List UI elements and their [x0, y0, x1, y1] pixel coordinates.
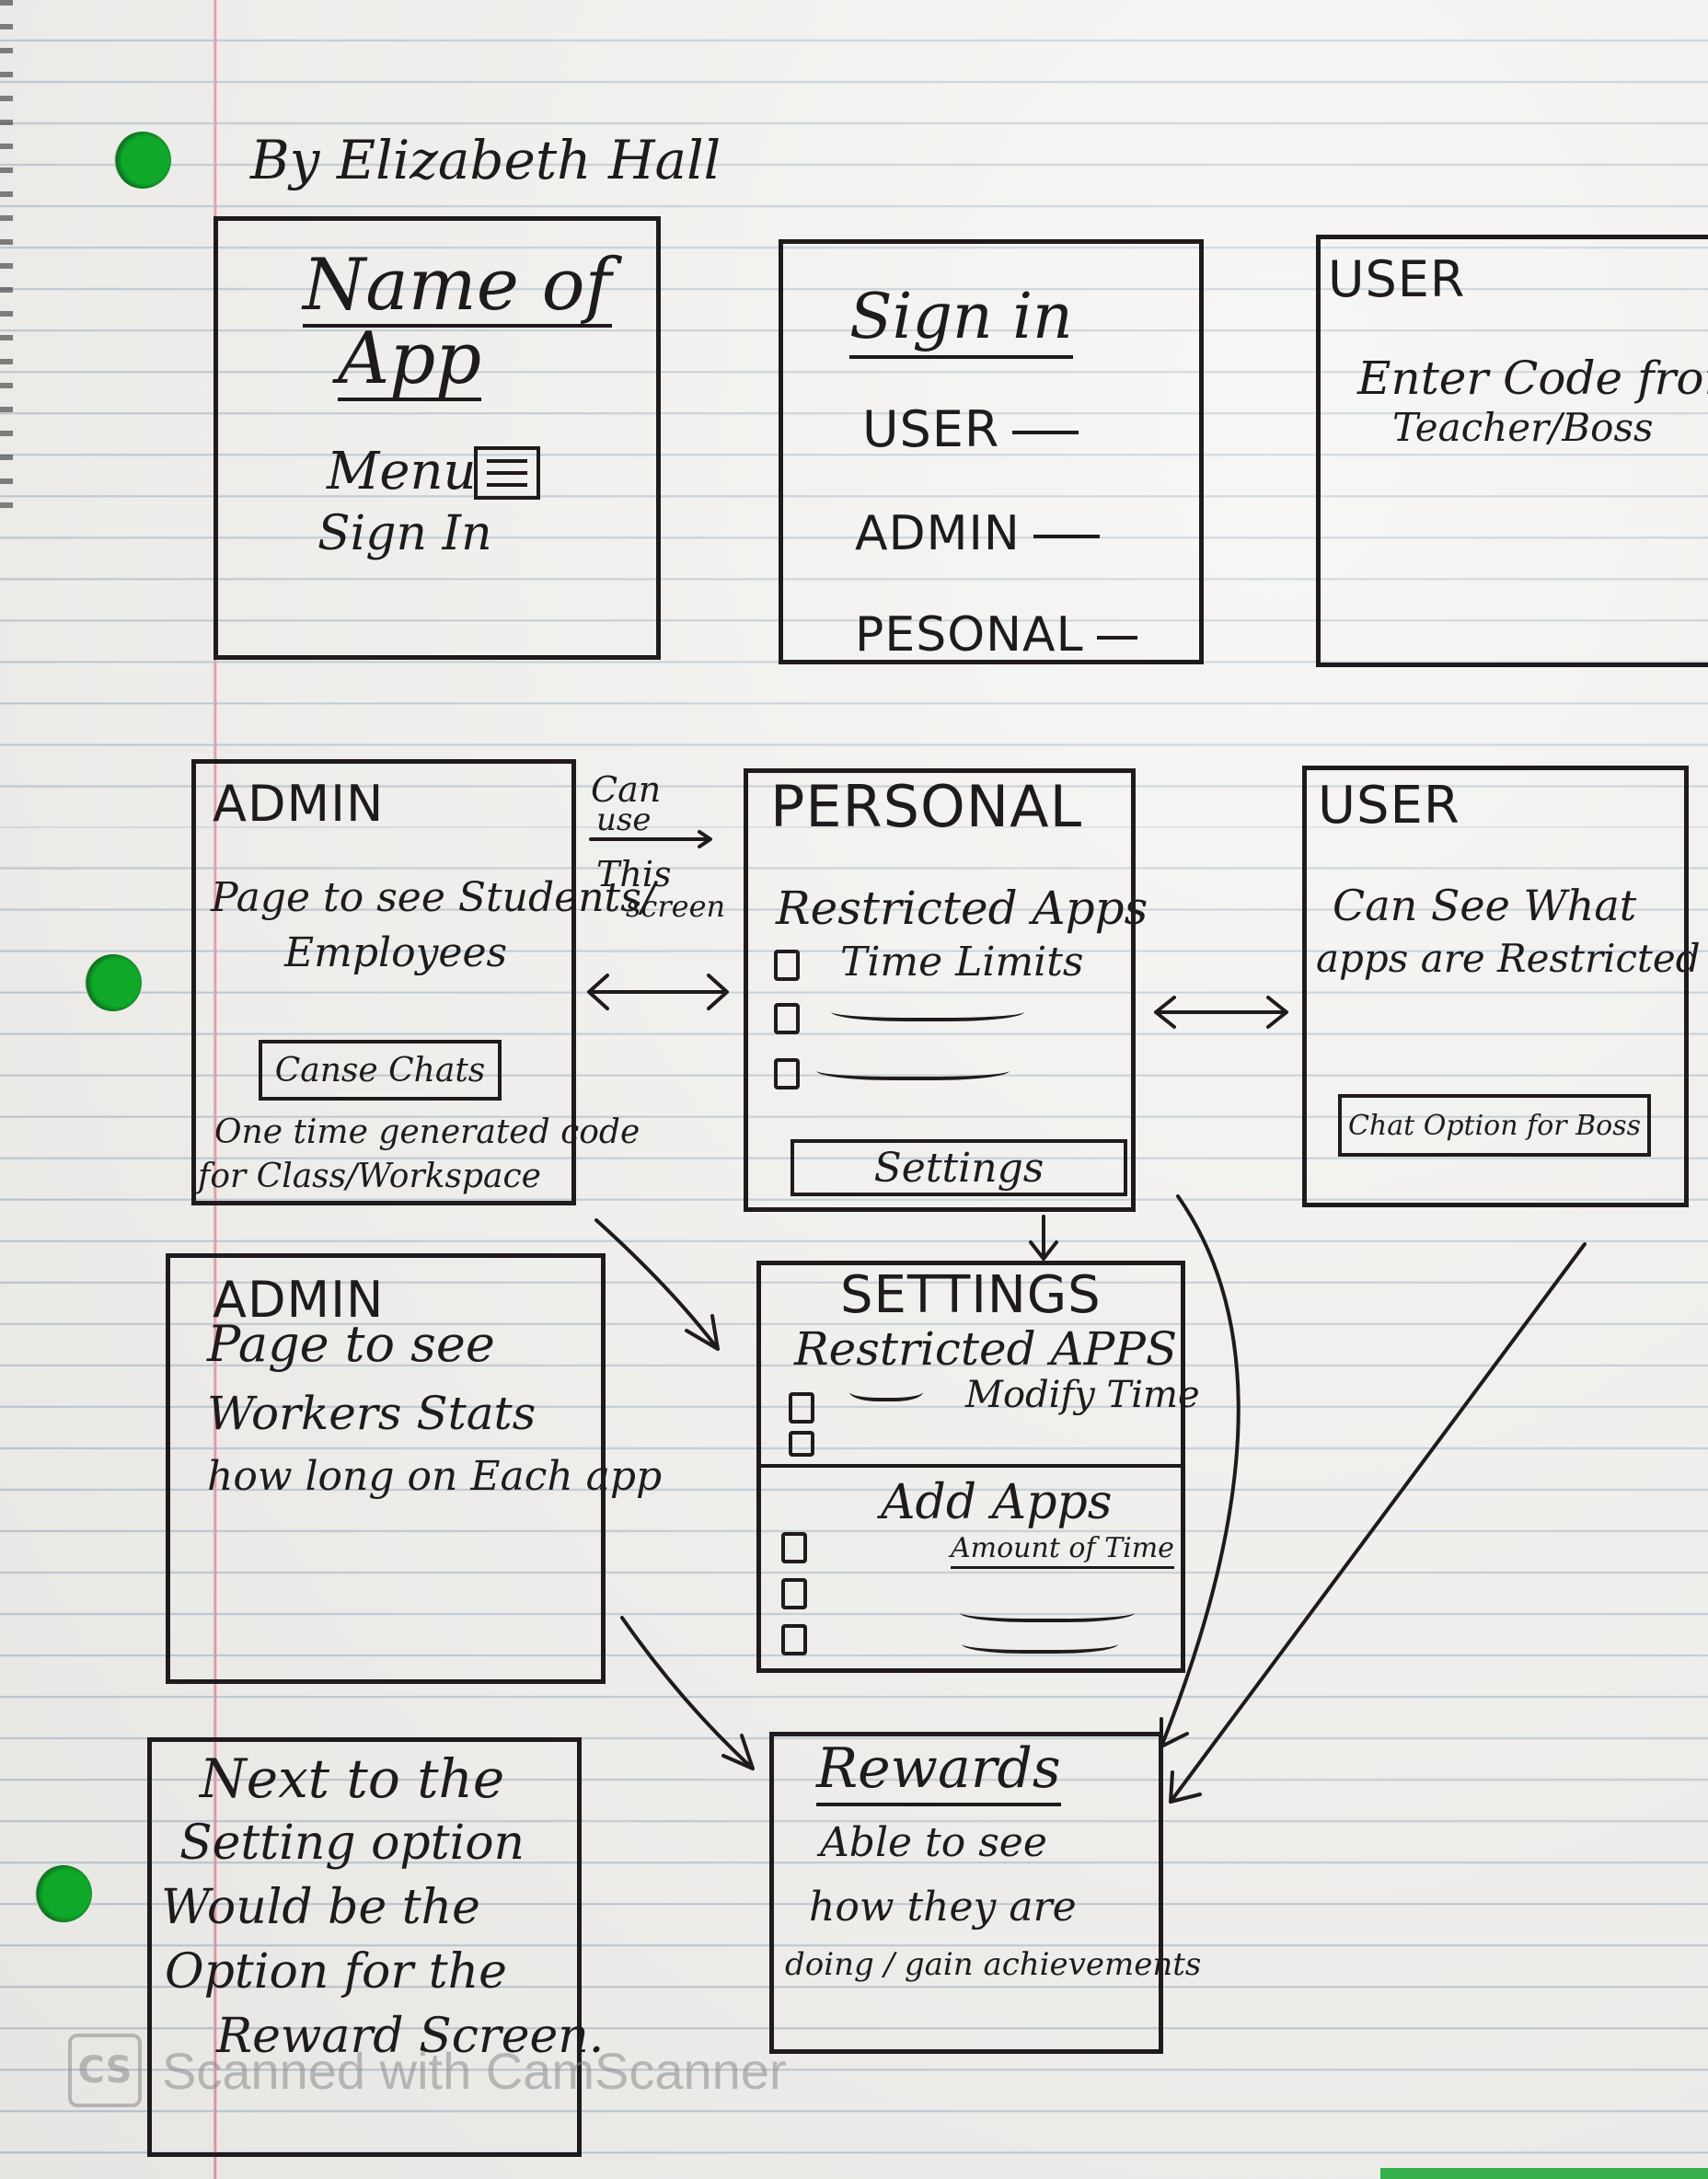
restricted-app-checkbox[interactable] [774, 1003, 800, 1034]
admin-stats-screen-frame: ADMIN Page to see Workers Stats how long… [166, 1253, 662, 1684]
note-can-use-line4: screen [626, 889, 726, 924]
placeholder-line [831, 997, 1024, 1021]
rewards-text-line2: how they are [809, 1884, 1077, 1931]
admin-code-text-line2: for Class/Workspace [198, 1158, 541, 1195]
app-name-title-line2: App [338, 317, 482, 401]
punch-hole [114, 132, 171, 189]
admin-stats-text-line3: how long on Each app [207, 1453, 663, 1500]
admin-page-text-line1: Page to see Students/ [211, 874, 655, 921]
note-can-use-line2: use [596, 801, 652, 838]
restricted-apps-heading: Restricted Apps [776, 882, 1148, 935]
admin-code-text-line1: One time generated code [214, 1113, 640, 1151]
admin-screen-title: ADMIN [213, 775, 385, 833]
amount-of-time-label: Amount of Time [951, 1532, 1174, 1569]
reward-note-line1: Next to the [200, 1747, 505, 1810]
reward-note-frame: Next to the Setting option Would be the … [147, 1737, 604, 2157]
sign-in-screen-frame: Sign in USER ADMIN PESONAL [779, 239, 1204, 664]
arrow-can-use [589, 830, 712, 848]
settings-restricted-heading: Restricted APPS [794, 1322, 1178, 1376]
rewards-text-line3: doing / gain achievements [785, 1946, 1202, 1983]
admin-screen-frame: ADMIN Page to see Students/ Employees Ca… [191, 759, 655, 1205]
arrow-personal-to-rewards [1160, 1194, 1241, 1748]
time-limits-label: Time Limits [840, 939, 1084, 986]
menu-label: Menu [327, 442, 477, 502]
punch-hole [35, 1865, 92, 1922]
section-divider [761, 1464, 1181, 1468]
arrow-admin-personal [587, 974, 729, 1010]
add-app-checkbox[interactable] [781, 1578, 807, 1609]
admin-page-text-line2: Employees [284, 929, 508, 976]
camscanner-logo-icon: CS [68, 2034, 142, 2107]
placeholder-line [816, 1056, 1010, 1080]
hamburger-menu-icon[interactable] [474, 446, 540, 500]
sign-in-link[interactable]: Sign In [317, 506, 492, 561]
arrow-user-to-rewards [1169, 1242, 1587, 1804]
arrow-personal-settings [1029, 1215, 1058, 1261]
note-can-use-line3: This [596, 854, 672, 894]
settings-app-checkbox[interactable] [789, 1392, 814, 1424]
watermark-text: Scanned with CamScanner [162, 2041, 787, 2100]
reward-note-line3: Would be the [161, 1880, 480, 1935]
admin-option[interactable]: ADMIN [855, 506, 1100, 561]
reward-note-line4: Option for the [165, 1944, 507, 2000]
note-can-use-line1: Can [591, 769, 662, 810]
sign-in-title: Sign in [849, 281, 1073, 359]
rewards-title: Rewards [816, 1736, 1061, 1806]
personal-screen-frame: PERSONAL Restricted Apps Time Limits Set… [744, 768, 1148, 1212]
placeholder-line [849, 1378, 923, 1401]
placeholder-line [962, 1630, 1118, 1654]
personal-option[interactable]: PESONAL [855, 607, 1137, 663]
canse-chats-button[interactable]: Canse Chats [259, 1040, 502, 1101]
restricted-app-checkbox[interactable] [774, 1058, 800, 1090]
app-name-title-line1: Name of [303, 244, 612, 328]
arrow-admin-to-admin-stats [594, 1218, 720, 1351]
settings-app-checkbox[interactable] [789, 1431, 814, 1457]
punch-hole [85, 954, 142, 1011]
modify-time-label[interactable]: Modify Time [965, 1374, 1200, 1416]
background-strip [1380, 2168, 1708, 2179]
user-view-title: USER [1318, 776, 1460, 836]
arrow-personal-user [1154, 996, 1288, 1029]
arrow-stats-to-rewards [620, 1616, 755, 1770]
settings-screen-frame: SETTINGS Restricted APPS Modify Time Add… [756, 1261, 1200, 1673]
add-app-checkbox[interactable] [781, 1532, 807, 1563]
user-option[interactable]: USER [862, 400, 1079, 458]
user-screen-title: USER [1328, 250, 1466, 308]
chat-option-button[interactable]: Chat Option for Boss [1338, 1094, 1651, 1157]
enter-code-text: Enter Code from [1357, 352, 1708, 405]
rewards-screen-frame: Rewards Able to see how they are doing /… [769, 1732, 1201, 2054]
add-apps-heading: Add Apps [881, 1475, 1113, 1530]
settings-screen-title: SETTINGS [840, 1265, 1102, 1325]
user-view-text-line2: apps are Restricted [1316, 936, 1701, 981]
restricted-app-checkbox[interactable] [774, 950, 800, 981]
home-screen-frame: Name of App Menu Sign In [214, 216, 661, 660]
admin-stats-text-line2: Workers Stats [207, 1387, 537, 1440]
user-view-screen-frame: USER Can See What apps are Restricted Ch… [1302, 766, 1701, 1207]
personal-screen-title: PERSONAL [770, 773, 1083, 840]
reward-note-line5: Reward Screen. [216, 2009, 605, 2064]
author-signature: By Elizabeth Hall [250, 129, 721, 191]
rewards-text-line1: Able to see [820, 1819, 1047, 1866]
placeholder-line [960, 1598, 1135, 1622]
notebook-spiral [0, 0, 13, 515]
add-app-checkbox[interactable] [781, 1624, 807, 1655]
settings-button[interactable]: Settings [791, 1139, 1127, 1196]
user-code-screen-frame: USER Enter Code from Teacher/Boss [1316, 235, 1708, 667]
reward-note-line2: Setting option [179, 1816, 525, 1871]
admin-stats-title: ADMIN [213, 1271, 385, 1329]
scanner-watermark: CS Scanned with CamScanner [68, 2034, 787, 2107]
admin-stats-text-line1: Page to see [207, 1315, 495, 1373]
teacher-boss-text: Teacher/Boss [1392, 405, 1654, 450]
user-view-text-line1: Can See What [1333, 881, 1637, 930]
